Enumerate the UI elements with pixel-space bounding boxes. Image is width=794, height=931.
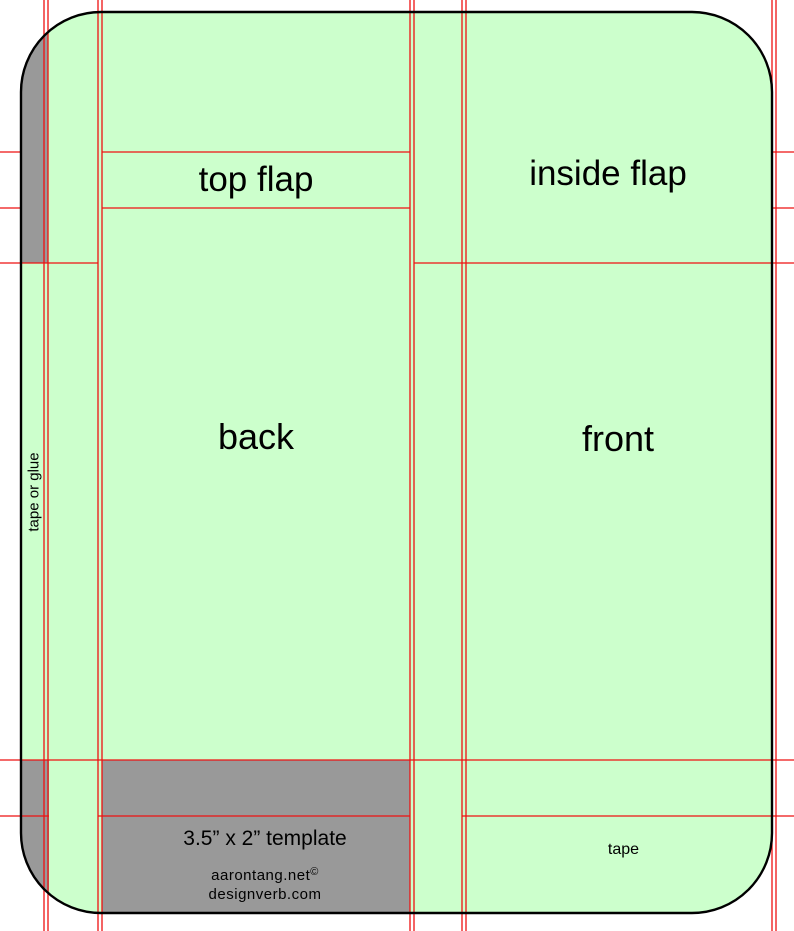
template-outline (19, 10, 774, 915)
copyright-mark: © (310, 866, 319, 878)
top-flap-label: top flap (198, 160, 314, 199)
credit-site-1: aarontang.net (211, 867, 311, 884)
template-size-panel (102, 760, 410, 913)
inside-flap-label: inside flap (529, 154, 687, 193)
credit-line-1: aarontang.net© (100, 866, 430, 884)
tape-label: tape (607, 841, 640, 858)
credit-line-2: designverb.com (208, 886, 322, 903)
template-size-label: 3.5” x 2” template (183, 827, 347, 850)
template-body (21, 12, 772, 913)
front-panel-label: front (581, 418, 655, 459)
back-panel-label: back (217, 416, 295, 457)
tape-or-glue-label: tape or glue (25, 452, 43, 532)
